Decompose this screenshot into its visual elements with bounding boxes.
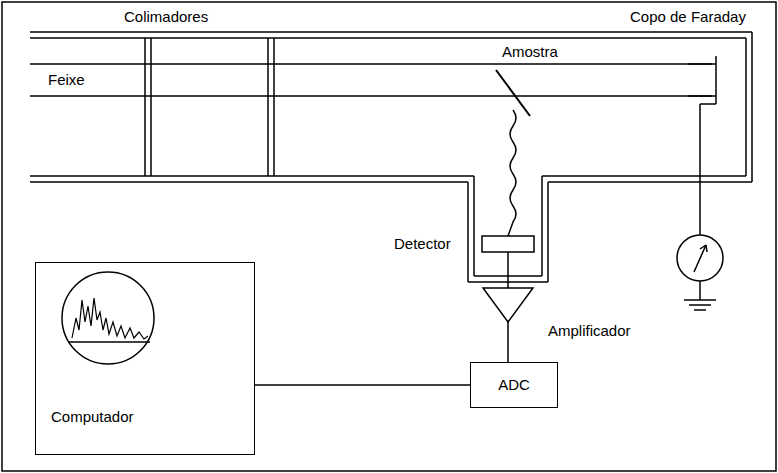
detector xyxy=(482,236,534,252)
radiation-wave xyxy=(508,110,516,236)
signal-cable xyxy=(255,384,470,386)
part-label: Colimadores xyxy=(122,8,210,26)
faraday-cup xyxy=(688,56,716,235)
screen xyxy=(62,272,154,364)
node-text: ADC xyxy=(498,376,530,394)
node-text: Computador xyxy=(51,408,134,426)
beam-label: Feixe xyxy=(46,71,87,89)
computer-box: Computador xyxy=(35,262,255,455)
amplifier-symbol xyxy=(483,288,533,322)
sample xyxy=(496,70,530,116)
wire xyxy=(507,322,509,362)
part-label: Amplificador xyxy=(546,322,633,340)
adc-box: ADC xyxy=(470,362,558,408)
spectrum xyxy=(72,298,148,339)
part-label: Amostra xyxy=(500,43,560,61)
beam xyxy=(30,64,712,96)
wire xyxy=(507,252,509,288)
part-label: Detector xyxy=(392,235,453,253)
current-meter xyxy=(677,235,723,310)
beam-tube xyxy=(30,32,752,182)
collimator xyxy=(145,38,274,176)
part-label: Copo de Faraday xyxy=(628,8,748,26)
screen-baseline xyxy=(68,341,150,343)
